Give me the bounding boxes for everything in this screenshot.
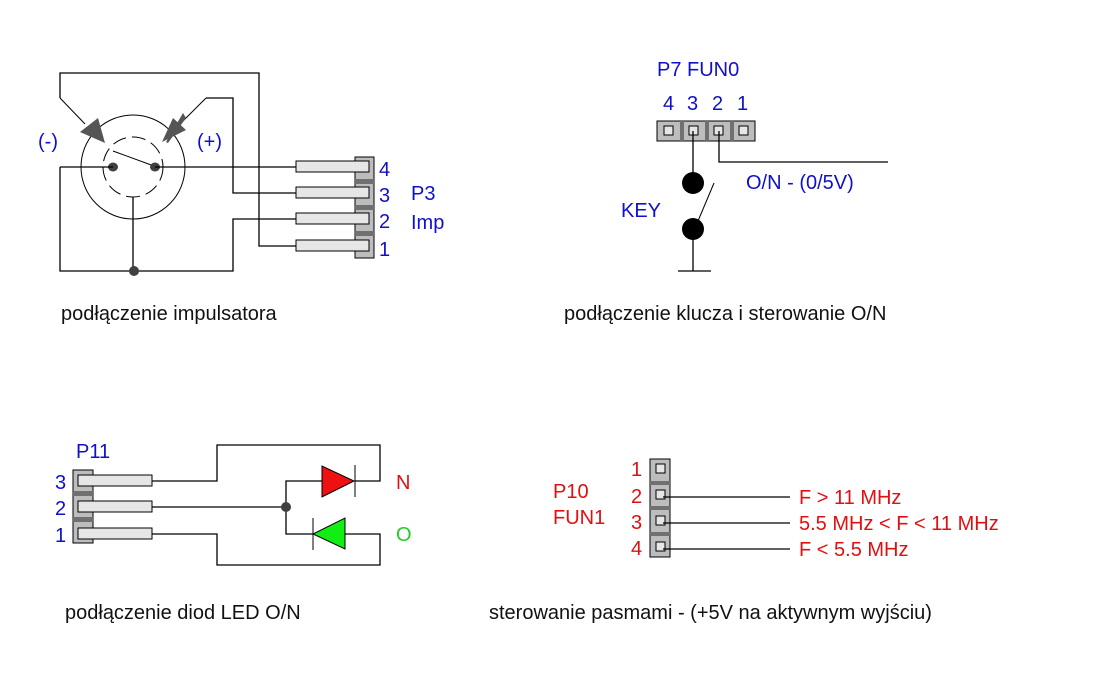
wire-pin1 xyxy=(152,533,381,566)
band-output-label: 5.5 MHz < F < 11 MHz xyxy=(799,513,999,535)
band-output-label: F < 5.5 MHz xyxy=(799,539,908,561)
connector-sub: FUN1 xyxy=(553,507,605,529)
led-n-label: N xyxy=(396,472,410,494)
encoder-diagram: (-) (+) 4 3 2 1 P3 Imp podłączenie impul… xyxy=(38,72,444,325)
pin-number: 3 xyxy=(631,512,642,534)
connector-name: P3 xyxy=(411,183,435,205)
output-label: O/N - (0/5V) xyxy=(746,172,854,194)
wire-pin1 xyxy=(59,72,298,247)
minus-label: (-) xyxy=(38,131,58,153)
key-contact-top xyxy=(682,172,704,194)
connector-sub: Imp xyxy=(411,212,444,234)
pin-number: 4 xyxy=(663,93,674,115)
connector-p11 xyxy=(72,469,153,544)
encoder-contact xyxy=(112,150,155,167)
junction-dot xyxy=(281,502,291,512)
key-label: KEY xyxy=(621,200,661,222)
pin-number: 1 xyxy=(737,93,748,115)
connector-p3 xyxy=(295,156,375,259)
key-switch-lever xyxy=(697,182,715,222)
band-output-label: F > 11 MHz xyxy=(799,487,901,509)
pin-number: 2 xyxy=(631,486,642,508)
wire-pin2 xyxy=(59,167,298,272)
plus-label: (+) xyxy=(197,131,222,153)
connector-name: P7 FUN0 xyxy=(657,59,739,81)
connector-p7 xyxy=(656,120,756,142)
caption-key: podłączenie klucza i sterowanie O/N xyxy=(564,303,886,325)
wire-on-output xyxy=(718,131,888,163)
pin-number: 3 xyxy=(379,185,390,207)
led-diagram: P11 3 2 1 N O podłączenie diod xyxy=(55,441,412,624)
pin-number: 4 xyxy=(631,538,642,560)
pin-number: 2 xyxy=(712,93,723,115)
pin-number: 1 xyxy=(379,239,390,261)
caption-bands: sterowanie pasmami - (+5V na aktywnym wy… xyxy=(489,602,932,624)
connector-name: P11 xyxy=(76,441,110,463)
wire-pin3 xyxy=(152,444,381,482)
caption-led: podłączenie diod LED O/N xyxy=(65,602,301,624)
arrow-minus-icon xyxy=(80,118,105,143)
pin-number: 2 xyxy=(55,498,66,520)
led-o-icon xyxy=(311,517,346,550)
pin-number: 1 xyxy=(631,459,642,481)
pin-number: 2 xyxy=(379,211,390,233)
pin-number: 1 xyxy=(55,525,66,547)
key-diagram: P7 FUN0 4 3 2 1 KEY O/N - (0/5V) podłącz… xyxy=(564,59,888,325)
wire-pin3 xyxy=(206,97,298,194)
bands-diagram: P10 FUN1 1 2 3 4 F > 11 MHz 5.5 MHz < F … xyxy=(489,458,999,624)
pin-number: 3 xyxy=(687,93,698,115)
pin-number: 4 xyxy=(379,159,390,181)
led-o-label: O xyxy=(396,524,412,546)
caption-encoder: podłączenie impulsatora xyxy=(61,303,278,325)
pin-number: 3 xyxy=(55,472,66,494)
led-n-icon xyxy=(321,465,356,498)
connector-p10 xyxy=(649,458,671,558)
junction-dot xyxy=(129,266,139,276)
connector-name: P10 xyxy=(553,481,589,503)
